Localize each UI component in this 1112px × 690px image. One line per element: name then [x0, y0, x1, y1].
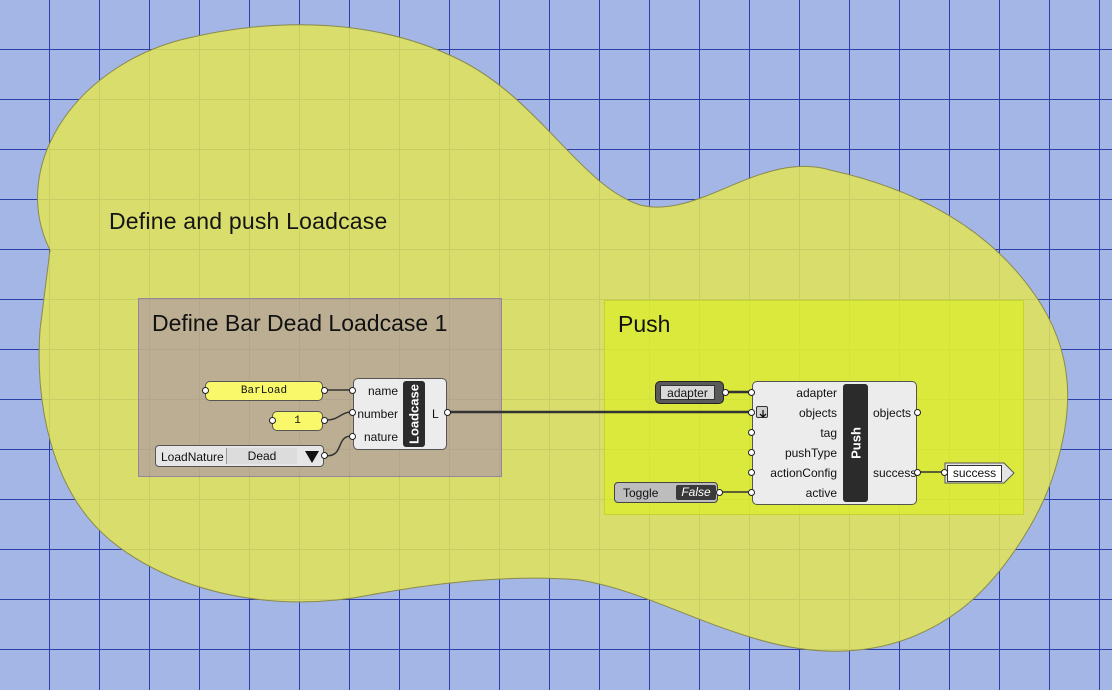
value-list-selected[interactable]: Dead — [226, 448, 297, 464]
success-panel[interactable]: success — [944, 462, 1014, 484]
panel-name-input-grip[interactable] — [202, 387, 209, 394]
loadcase-nature-grip[interactable] — [349, 433, 356, 440]
toggle-value[interactable]: False — [676, 485, 716, 500]
loadcase-title-bar: Loadcase — [403, 381, 425, 447]
value-list-label: LoadNature — [161, 450, 224, 464]
group-title: Define Bar Dead Loadcase 1 — [152, 310, 448, 336]
loadcase-title: Loadcase — [406, 384, 422, 444]
push-input-adapter: adapter — [796, 386, 837, 400]
toggle-output-grip[interactable] — [716, 489, 723, 496]
loadcase-number-grip[interactable] — [349, 409, 356, 416]
push-output-success: success — [873, 466, 917, 480]
adapter-param-output-grip[interactable] — [722, 389, 729, 396]
adapter-param-label: adapter — [660, 385, 715, 400]
success-panel-label: success — [947, 465, 1002, 482]
value-list-output-grip[interactable] — [321, 452, 328, 459]
push-component[interactable]: adapter objects tag pushType actionConfi… — [752, 381, 917, 505]
panel-name[interactable]: BarLoad — [205, 381, 323, 401]
loadcase-output-l: L — [432, 407, 439, 421]
loadcase-input-nature: nature — [363, 430, 398, 444]
push-input-active: active — [805, 486, 837, 500]
boolean-toggle[interactable]: Toggle False — [614, 482, 718, 503]
adapter-param[interactable]: adapter — [655, 381, 724, 404]
panel-number[interactable]: 1 — [272, 411, 323, 431]
loadcase-output-grip[interactable] — [444, 409, 451, 416]
push-title-bar: Push — [843, 384, 868, 502]
panel-number-value: 1 — [294, 415, 301, 427]
push-success-output-grip[interactable] — [914, 469, 921, 476]
panel-number-output-grip[interactable] — [321, 417, 328, 424]
push-adapter-grip[interactable] — [748, 389, 755, 396]
panel-name-output-grip[interactable] — [321, 387, 328, 394]
panel-name-value: BarLoad — [240, 385, 288, 397]
value-list-load-nature[interactable]: LoadNature Dead — [155, 445, 324, 467]
loadcase-input-number: number — [357, 407, 398, 421]
push-input-objects: objects — [798, 406, 837, 420]
push-objects-output-grip[interactable] — [914, 409, 921, 416]
push-pushtype-grip[interactable] — [748, 449, 755, 456]
push-input-tag: tag — [820, 426, 837, 440]
push-tag-grip[interactable] — [748, 429, 755, 436]
arrow-down-icon — [756, 406, 768, 418]
triangle-down-icon[interactable] — [305, 451, 319, 463]
group-title: Push — [618, 311, 671, 337]
panel-number-input-grip[interactable] — [269, 417, 276, 424]
loadcase-name-grip[interactable] — [349, 387, 356, 394]
push-active-grip[interactable] — [748, 489, 755, 496]
push-actionconfig-grip[interactable] — [748, 469, 755, 476]
push-input-actionconfig: actionConfig — [770, 466, 837, 480]
success-panel-input-grip[interactable] — [941, 469, 948, 476]
push-objects-grip[interactable] — [748, 409, 755, 416]
toggle-label: Toggle — [623, 486, 659, 500]
loadcase-component[interactable]: name number nature Loadcase L — [353, 378, 447, 450]
push-input-pushtype: pushType — [784, 446, 837, 460]
push-title: Push — [848, 427, 863, 459]
loadcase-input-name: name — [367, 384, 398, 398]
push-output-objects: objects — [873, 406, 912, 420]
scribble-title: Define and push Loadcase — [109, 208, 388, 234]
